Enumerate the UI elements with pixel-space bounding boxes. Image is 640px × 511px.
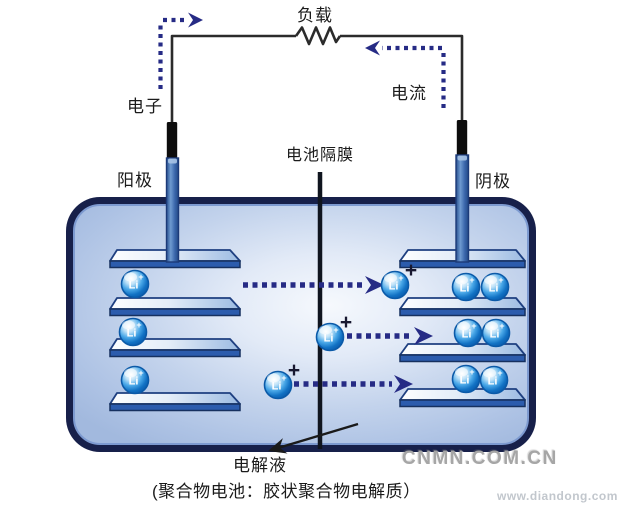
li-ion: Li+ bbox=[118, 317, 148, 347]
cathode-rod-cap bbox=[457, 155, 467, 161]
li-ion-charge: + bbox=[469, 367, 474, 377]
current-flow-arrow bbox=[365, 40, 446, 112]
electron-label: 电子 bbox=[127, 97, 163, 116]
li-ion-highlight bbox=[384, 273, 397, 283]
li-ion-label: Li bbox=[129, 376, 139, 388]
li-ion-label: Li bbox=[272, 381, 282, 393]
li-ion: Li++ bbox=[263, 359, 300, 400]
li-ion-free-charge: + bbox=[340, 311, 352, 334]
anode-rod bbox=[165, 157, 180, 263]
li-ion-charge: + bbox=[138, 272, 143, 282]
anode-plate-2 bbox=[109, 297, 241, 317]
anode-label: 阳极 bbox=[117, 171, 153, 190]
li-ion-highlight bbox=[485, 321, 498, 331]
cathode-terminal bbox=[456, 120, 468, 162]
caption: (聚合物电池：胶状聚合物电解质） bbox=[152, 482, 421, 501]
li-ion: Li+ bbox=[451, 272, 481, 302]
li-ion-highlight bbox=[455, 275, 468, 285]
li-ion-charge: + bbox=[136, 320, 141, 330]
li-ion-highlight bbox=[483, 368, 496, 378]
separator-label: 电池隔膜 bbox=[286, 147, 355, 164]
load-label: 负载 bbox=[297, 6, 333, 25]
li-ion-label: Li bbox=[488, 376, 498, 388]
li-ion-charge: + bbox=[398, 273, 403, 283]
ion-migration-arrow-3 bbox=[294, 375, 413, 393]
li-ion-highlight bbox=[122, 320, 135, 330]
cathode-label: 阴极 bbox=[475, 172, 511, 191]
li-ion-label: Li bbox=[389, 281, 399, 293]
li-ion-charge: + bbox=[469, 275, 474, 285]
li-ion-charge: + bbox=[471, 321, 476, 331]
li-ion-highlight bbox=[484, 275, 497, 285]
li-ion-label: Li bbox=[462, 329, 472, 341]
li-ion: Li++ bbox=[315, 311, 352, 352]
li-ion-label: Li bbox=[460, 375, 470, 387]
anode-rod-cap bbox=[168, 158, 177, 164]
current-label: 电流 bbox=[391, 84, 427, 103]
cathode-plate-3 bbox=[399, 343, 526, 363]
anode-terminal bbox=[166, 122, 178, 162]
li-ion-label: Li bbox=[460, 283, 470, 295]
li-ion: Li+ bbox=[479, 365, 509, 395]
li-ion-highlight bbox=[267, 373, 280, 383]
load-resistor bbox=[294, 26, 342, 46]
electrolyte-pointer bbox=[268, 422, 359, 454]
li-ion-highlight bbox=[124, 272, 137, 282]
anode-plate-4 bbox=[109, 392, 241, 412]
li-ion-charge: + bbox=[499, 321, 504, 331]
li-ion-charge: + bbox=[281, 373, 286, 383]
li-ion-highlight bbox=[319, 325, 332, 335]
circuit-wire bbox=[170, 34, 464, 128]
li-ion-highlight bbox=[455, 367, 468, 377]
electron-flow-arrow bbox=[158, 12, 203, 89]
li-ion-charge: + bbox=[138, 368, 143, 378]
li-ion-charge: + bbox=[333, 325, 338, 335]
li-ion: Li++ bbox=[380, 259, 417, 300]
li-ion-label: Li bbox=[490, 329, 500, 341]
li-ion-free-charge: + bbox=[405, 259, 417, 282]
li-ion-free-charge: + bbox=[288, 359, 300, 382]
watermark-primary: CNMN.COM.CN bbox=[402, 448, 558, 469]
watermark-secondary: www.diandong.com bbox=[497, 489, 618, 503]
li-ion-label: Li bbox=[324, 333, 334, 345]
cathode-rod bbox=[455, 154, 470, 263]
li-ion: Li+ bbox=[480, 272, 510, 302]
electrolyte-label: 电解液 bbox=[233, 456, 287, 475]
li-ion: Li+ bbox=[453, 318, 483, 348]
li-ion-label: Li bbox=[127, 328, 137, 340]
ion-migration-arrow-1 bbox=[243, 276, 384, 294]
li-ion-label: Li bbox=[129, 280, 139, 292]
li-ion: Li+ bbox=[120, 269, 150, 299]
li-ion: Li+ bbox=[120, 365, 150, 395]
li-ion-charge: + bbox=[498, 275, 503, 285]
li-ion-label: Li bbox=[489, 283, 499, 295]
ion-migration-arrow-2 bbox=[347, 327, 433, 345]
li-ion-charge: + bbox=[497, 368, 502, 378]
li-ion: Li+ bbox=[481, 318, 511, 348]
ion-layer: Li+Li+Li+Li++Li++Li++Li+Li+Li+Li+Li+Li+ bbox=[118, 259, 511, 400]
li-ion-highlight bbox=[457, 321, 470, 331]
li-ion-highlight bbox=[124, 368, 137, 378]
li-ion: Li+ bbox=[451, 364, 481, 394]
